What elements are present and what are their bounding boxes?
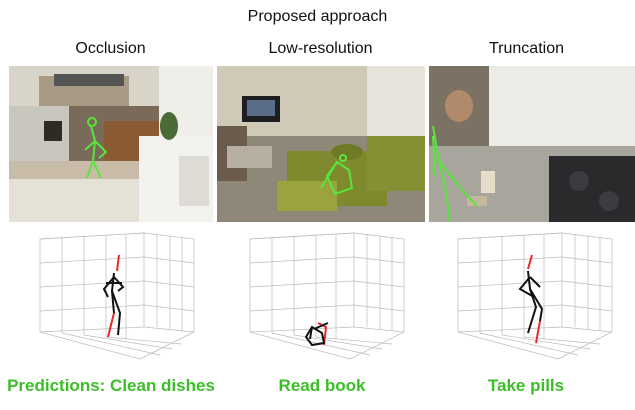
pose-plot-low-resolution	[232, 227, 437, 367]
caption-truncation: Take pills	[487, 376, 565, 395]
pose-plot-truncation	[440, 227, 635, 367]
column-heading-truncation: Truncation	[489, 40, 564, 57]
figure-title: Proposed approach	[247, 8, 388, 25]
caption-low-resolution: Read book	[278, 376, 366, 395]
pose-plot-occlusion	[22, 227, 227, 367]
photo-occlusion-kitchen	[9, 66, 213, 222]
caption-occlusion: Predictions: Clean dishes	[7, 376, 215, 395]
column-heading-occlusion: Occlusion	[75, 40, 146, 57]
photo-low-resolution-living-room	[217, 66, 425, 222]
photo-truncation-closeup	[429, 66, 635, 222]
column-heading-low-resolution: Low-resolution	[268, 40, 373, 57]
